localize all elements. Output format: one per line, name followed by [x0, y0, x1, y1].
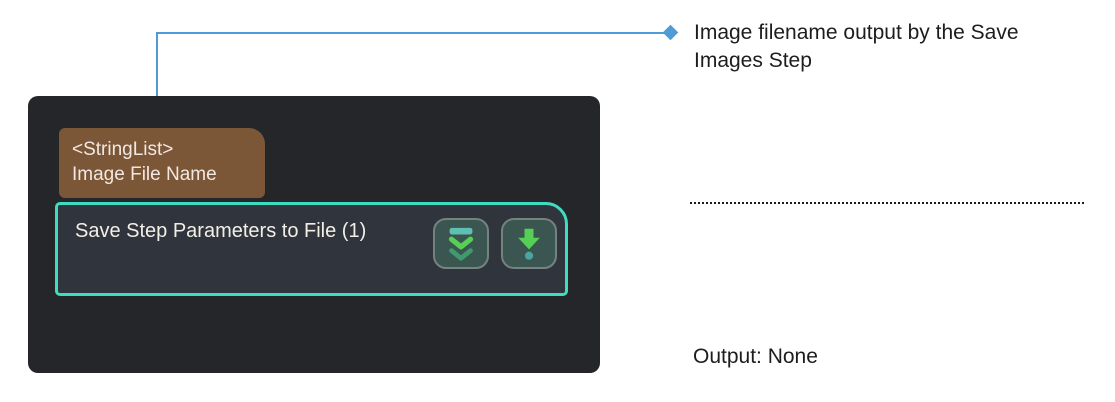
callout-connector-horizontal-line: [157, 32, 666, 34]
output-port-button[interactable]: [501, 218, 557, 269]
double-chevron-down-with-bar-icon: [442, 224, 480, 264]
callout-connector-vertical-line: [156, 32, 158, 122]
arrow-down-to-dot-icon: [511, 224, 547, 264]
save-step-parameters-node[interactable]: Save Step Parameters to File (1): [55, 202, 568, 296]
step-title: Save Step Parameters to File (1): [75, 220, 367, 242]
callout-text: Image filename output by the Save Images…: [694, 21, 1019, 72]
output-status-text: Output: None: [693, 345, 818, 368]
connector-diamond-at-callout-text: [662, 24, 679, 41]
node-editor-panel: <StringList> Image File Name Save Step P…: [28, 96, 600, 373]
dotted-separator: [690, 202, 1084, 204]
output-port-label[interactable]: <StringList> Image File Name: [59, 128, 265, 198]
port-name-text: Image File Name: [72, 164, 217, 185]
collapse-parameters-button[interactable]: [433, 218, 489, 269]
port-type-text: <StringList>: [72, 139, 174, 160]
